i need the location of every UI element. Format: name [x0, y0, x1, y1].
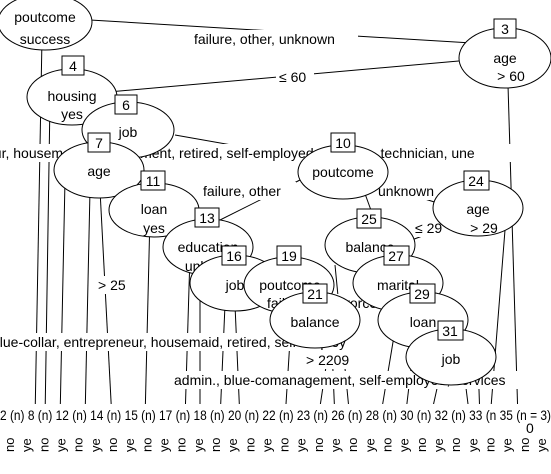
leaf-axis-label: no [483, 438, 498, 452]
node-label: job [225, 277, 245, 293]
node-label: age [466, 201, 490, 217]
leaf-axis-label: no [36, 438, 51, 452]
tree-node-31: 31 job [405, 320, 497, 386]
node-label: marital [377, 277, 419, 293]
node-id: 7 [95, 135, 103, 151]
leaf-axis-label: ye [54, 438, 69, 452]
tree-node-21: 21 balance [269, 283, 361, 349]
leaf-axis-label: no [242, 438, 257, 452]
tree-node-7: 7 age [53, 132, 145, 199]
edge-label: blue-collar, entrepreneur, housemaid, re… [0, 334, 346, 350]
node-split: > 60 [497, 68, 525, 84]
node-split: yes [61, 106, 83, 122]
leaf-axis-label: no [414, 438, 429, 452]
node-label: job [118, 124, 138, 140]
edge-label: unknown [378, 183, 434, 199]
leaf-axis-label: ye [225, 438, 240, 452]
leaf-axis-label: ye [191, 438, 206, 452]
node-split: success [20, 31, 71, 47]
edge-label: > 2209 [306, 352, 349, 368]
leaf-axis-label: ye [397, 438, 412, 452]
node-id: 16 [226, 248, 242, 264]
tree-node-1: poutcome success [0, 0, 93, 51]
leaf-count-labels: 2 (n) 8 (n) 12 (n) 14 (n) 15 (n) 17 (n) … [0, 407, 551, 423]
leaf-axis-label: ye [122, 438, 137, 452]
leaf-axis-label: ye [294, 438, 309, 452]
node-id: 24 [468, 173, 484, 189]
leaf-axis-label: no [517, 438, 532, 452]
leaf-axis-label: ye [465, 438, 480, 452]
leaf-axis-label: no [208, 438, 223, 452]
node-label: age [493, 50, 517, 66]
node-id: 29 [414, 286, 430, 302]
node-id: 31 [442, 323, 458, 339]
edge-label: failure, other, unknown [194, 31, 335, 47]
leaf-axis-label: no [2, 438, 17, 452]
node-label: poutcome [14, 9, 76, 25]
leaf-axis-label: ye [534, 438, 549, 452]
leaf-axis-label: ye [157, 438, 172, 452]
leaf-axis-label: no [380, 438, 395, 452]
node-label: balance [290, 314, 339, 330]
node-id: 10 [335, 135, 351, 151]
node-label: housing [47, 88, 96, 104]
node-id: 13 [199, 210, 215, 226]
leaf-axis-label: no [345, 438, 360, 452]
leaf-axis-label: ye [362, 438, 377, 452]
leaf-axis-label: no [105, 438, 120, 452]
node-id: 6 [122, 97, 130, 113]
node-label: loan [410, 314, 436, 330]
tree-node-3: 3 age > 60 [458, 18, 551, 89]
node-id: 21 [307, 286, 323, 302]
node-label: poutcome [312, 164, 374, 180]
node-label: loan [141, 201, 167, 217]
tree-node-11: 11 loan yes [108, 170, 200, 238]
leaf-axis-label: ye [19, 438, 34, 452]
leaf-axis-label: no [448, 438, 463, 452]
leaf-axis-label: ye [500, 438, 515, 452]
node-label: job [441, 351, 461, 367]
tree-nodes: poutcome success 3 age > 60 4 housing ye… [0, 0, 551, 386]
node-id: 11 [146, 173, 161, 189]
edge-label: > 25 [98, 277, 126, 293]
edge-label: ≤ 29 [415, 220, 442, 236]
leaf-axis-label: no [71, 438, 86, 452]
leaf-axis-label: no [277, 438, 292, 452]
bottom-right-tick: 0 [526, 420, 534, 436]
leaf-axis-label: ye [259, 438, 274, 452]
node-split: > 29 [470, 220, 498, 236]
leaf-axis-label: no [139, 438, 154, 452]
edge-label: failure, other [203, 183, 281, 199]
node-split: yes [143, 220, 165, 236]
node-id: 4 [69, 58, 77, 74]
leaf-axis-label: ye [431, 438, 446, 452]
node-id: 3 [501, 21, 509, 37]
leaf-axis-label: no [311, 438, 326, 452]
edge-label: ≤ 60 [279, 69, 306, 85]
tree-node-24: 24 age > 29 [432, 170, 524, 237]
node-label: balance [345, 239, 394, 255]
node-id: 27 [388, 248, 404, 264]
leaf-axis-label: ye [328, 438, 343, 452]
node-label: age [87, 163, 111, 179]
node-id: 25 [361, 211, 377, 227]
leaf-axis-label: ye [88, 438, 103, 452]
tree-node-10: 10 poutcome [297, 132, 389, 200]
leaf-axis-label: no [174, 438, 189, 452]
node-id: 19 [281, 248, 297, 264]
